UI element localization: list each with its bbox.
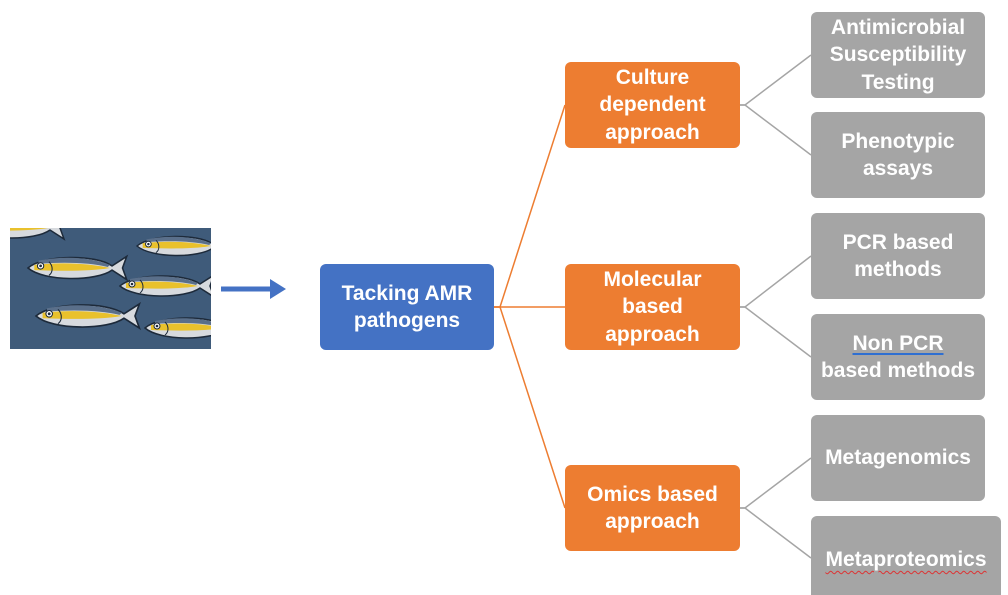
method-metaproteomics-label: Metaproteomics <box>825 547 987 571</box>
method-antimicrobial-susceptibility-testing: Antimicrobial Susceptibility Testing <box>811 12 985 98</box>
root-node-label: Tacking AMR pathogens <box>341 281 473 332</box>
connector-molecular-pcr <box>740 255 812 308</box>
approach-omics-label: Omics based approach <box>587 482 718 533</box>
root-node: Tacking AMR pathogens <box>320 264 494 350</box>
method-phenotypic-assays: Phenotypic assays <box>811 112 985 198</box>
approach-omics-based: Omics based approach <box>565 465 740 551</box>
method-phenotypic-label: Phenotypic assays <box>841 129 955 180</box>
method-pcr-based: PCR based methods <box>811 213 985 299</box>
method-metaproteomics: Metaproteomics <box>811 516 1001 595</box>
method-non-pcr-based: Non PCR based methods <box>811 314 985 400</box>
connector-molecular-nonpcr <box>740 306 812 358</box>
method-non-pcr-label-line2: based methods <box>820 359 976 382</box>
connector-culture-phenotypic <box>740 104 812 156</box>
approach-molecular-based: Molecular based approach <box>565 264 740 350</box>
connector-omics-metaproteomics <box>740 507 812 559</box>
method-non-pcr-label: Non PCR <box>852 331 944 355</box>
method-metagenomics-label: Metagenomics <box>825 446 971 470</box>
connector-culture-ast <box>740 54 812 106</box>
approach-culture-dependent: Culture dependent approach <box>565 62 740 148</box>
approach-culture-label: Culture dependent approach <box>599 66 706 144</box>
connector-root-omics <box>494 306 566 509</box>
input-arrow-head <box>270 279 286 299</box>
approach-molecular-label: Molecular based approach <box>603 268 702 346</box>
connector-omics-metagenomics <box>740 457 812 509</box>
method-pcr-label: PCR based methods <box>842 230 954 281</box>
method-ast-label: Antimicrobial Susceptibility Testing <box>829 16 967 94</box>
method-metagenomics: Metagenomics <box>811 415 985 501</box>
tuna-school-image <box>10 228 211 349</box>
connector-root-culture <box>494 104 566 308</box>
